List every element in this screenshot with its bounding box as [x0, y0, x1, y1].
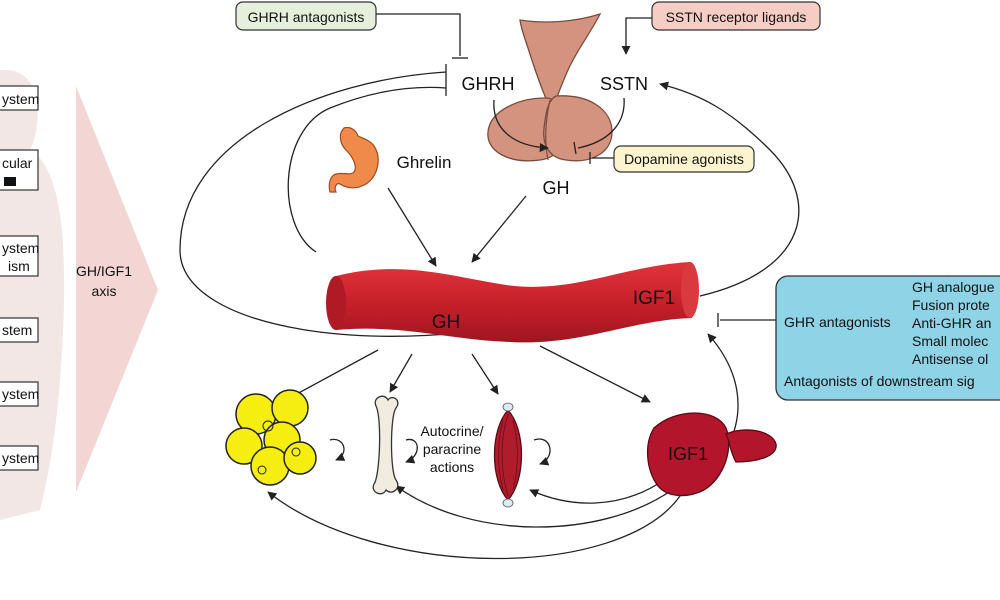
system-box-3-line1: ystem: [2, 240, 39, 256]
ghr-antagonists-box: [775, 275, 1000, 401]
to-liver-arrow: [539, 345, 651, 403]
system-box-5-text: ystem: [2, 386, 39, 402]
blood-gh-label: GH: [432, 312, 461, 333]
axis-arrow-shape: [76, 86, 158, 492]
bone-autocrine-arrow: [405, 438, 418, 464]
axis-label-line1: GH/IGF1: [76, 263, 132, 279]
blood-vessel: GH IGF1: [326, 262, 699, 343]
autocrine-line3: actions: [430, 459, 474, 475]
liver-to-bone-arrow: [395, 485, 673, 528]
blood-igf1-label: IGF1: [633, 288, 675, 309]
liver-to-muscle-arrow: [529, 479, 665, 504]
dopamine-agonists-label: Dopamine agonists: [624, 151, 744, 167]
system-box-6-text: ystem: [2, 450, 39, 466]
ghr-item-1: GH analogue: [912, 279, 995, 295]
sstn-receptor-ligands-label: SSTN receptor ligands: [666, 9, 807, 25]
liver-to-fat-arrow: [267, 491, 681, 560]
ghr-antagonists-title: GHR antagonists: [784, 314, 891, 330]
sstn-receptor-ligands-box: [651, 1, 821, 31]
ghrelin-to-gh-arrow: [387, 187, 437, 267]
ghrh-label: GHRH: [462, 74, 515, 94]
left-system-boxes: ystem cular ystem ism stem ystem ystem: [0, 85, 39, 471]
ghr-downstream-label: Antagonists of downstream sig: [784, 373, 975, 389]
to-muscle-arrow: [471, 353, 499, 395]
ghrelin-label: Ghrelin: [397, 153, 452, 172]
bone: [372, 395, 399, 495]
autocrine-line2: paracrine: [423, 441, 482, 457]
to-bone-arrow: [389, 353, 413, 393]
left-feedback-loop: [287, 86, 447, 253]
ghrh-antagonist-line: [376, 13, 461, 56]
system-box-4-text: stem: [2, 322, 32, 338]
sstn-ligand-arrow: [621, 17, 652, 55]
autocrine-line1: Autocrine/: [420, 423, 483, 439]
ghr-item-2: Fusion prote: [912, 297, 990, 313]
pituitary-gh-label: GH: [543, 178, 570, 198]
muscle-autocrine-arrow: [533, 438, 551, 466]
muscle: [493, 402, 523, 508]
ghr-item-5: Antisense ol: [912, 351, 988, 367]
system-box-2-text: cular: [2, 155, 33, 171]
system-box-3: [0, 235, 39, 277]
system-box-1-text: ystem: [2, 91, 39, 107]
fat-autocrine-arrow: [329, 438, 346, 461]
system-box-1: [0, 85, 39, 111]
system-box-4: [0, 317, 39, 343]
system-box-2-bold-fragment: [4, 177, 16, 186]
igf1-to-sstn-arrow: [659, 81, 800, 297]
pituitary-to-blood-arrow: [471, 195, 527, 263]
ghr-item-4: Small molec: [912, 333, 988, 349]
dopamine-agonists-box: [613, 145, 755, 173]
system-box-5: [0, 381, 39, 407]
ghr-inhibit: [717, 313, 776, 327]
system-box-6: [0, 445, 39, 471]
tissue-arrows: [267, 333, 739, 560]
sstn-inhibit-line: [577, 97, 625, 149]
outer-feedback-loop: [179, 71, 561, 337]
ghrh-antagonists-box: [235, 1, 377, 31]
sstn-inhibit-bar: [573, 141, 577, 155]
ghr-item-3: Anti-GHR an: [912, 315, 991, 331]
sstn-label: SSTN: [600, 74, 648, 94]
ghrh-antagonists-label: GHRH antagonists: [248, 9, 365, 25]
liver-igf1-label: IGF1: [668, 444, 708, 464]
top-regulation-lines: [179, 13, 800, 337]
ghrh-to-gh-arrow: [493, 99, 549, 153]
liver: IGF1: [646, 412, 777, 497]
system-box-3-line2: ism: [8, 258, 30, 274]
stomach-icon: [328, 126, 379, 193]
fat-cells: [225, 389, 317, 486]
axis-label-line2: axis: [92, 283, 117, 299]
